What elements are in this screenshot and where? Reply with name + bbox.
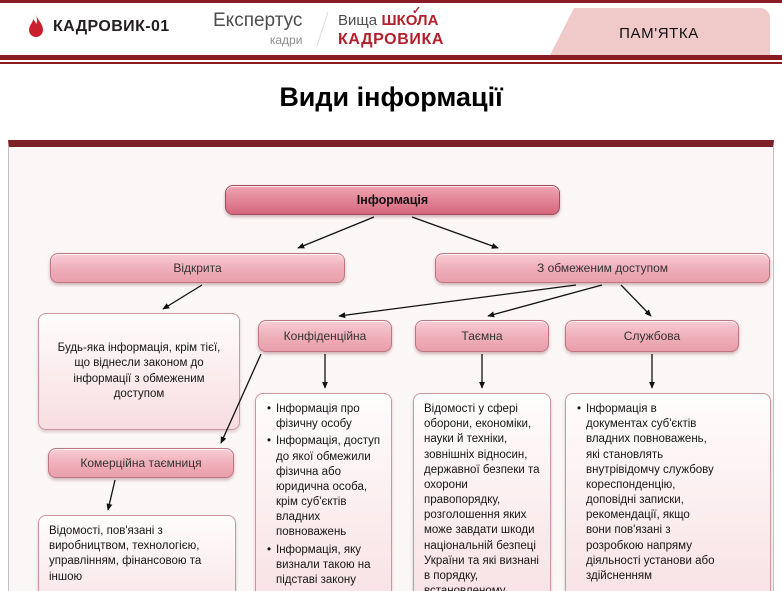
header-rule-thin (0, 62, 782, 64)
node-commercial-secret: Комерційна таємниця (48, 448, 234, 478)
service-list: Інформація в документах суб'єктів владни… (576, 402, 718, 584)
school-logo: Вища ШКОЛА КАДРОВИКА ✓ (338, 5, 444, 49)
expertus-title: Експертус (213, 10, 303, 31)
flame-icon (29, 14, 43, 37)
page-title: Види інформації (279, 82, 503, 112)
node-service: Службова (565, 320, 739, 352)
node-secret: Таємна (415, 320, 549, 352)
box-secret-definition: Відомості у сфері оборони, економіки, на… (413, 393, 551, 591)
confidential-item: Інформація про фізичну особу (267, 402, 381, 432)
confidential-item: Інформація, доступ до якої обмежили фізи… (267, 434, 381, 540)
node-restricted: З обмеженим доступом (435, 253, 770, 283)
service-item: Інформація в документах суб'єктів владни… (577, 402, 718, 584)
school-check-icon: ✓ (412, 5, 422, 17)
kadrovik-logo: КАДРОВИК-01 (26, 14, 170, 40)
node-confidential: Конфіденційна (258, 320, 392, 352)
expertus-subtitle: кадри (269, 33, 303, 47)
box-open-definition: Будь-яка інформація, крім тієї, що відне… (38, 313, 240, 430)
school-word-vyshcha: Вища (338, 12, 378, 29)
expertus-logo: Експертус кадри (213, 10, 302, 47)
confidential-item: Інформація, яку визнали такою на підстав… (267, 543, 381, 589)
box-commercial-definition: Відомості, пов'язані з виробництвом, тех… (38, 515, 236, 591)
header-divider (316, 11, 329, 47)
school-line2: КАДРОВИКА (338, 31, 444, 49)
memo-tab-label: ПАМ'ЯТКА (619, 25, 699, 42)
school-word-shkola: ШКОЛА (381, 12, 439, 29)
box-service-items: Інформація в документах суб'єктів владни… (565, 393, 771, 591)
node-open: Відкрита (50, 253, 345, 283)
diagram-panel: Інформація Відкрита З обмеженим доступом… (8, 140, 774, 591)
memo-tab: ПАМ'ЯТКА (548, 8, 770, 59)
header-rule-thick (0, 55, 782, 60)
top-border (0, 0, 782, 3)
confidential-list: Інформація про фізичну особу Інформація,… (266, 402, 381, 588)
box-confidential-items: Інформація про фізичну особу Інформація,… (255, 393, 392, 591)
school-line1: Вища ШКОЛА (338, 11, 444, 30)
node-information: Інформація (225, 185, 560, 215)
brand-name: КАДРОВИК-01 (53, 18, 170, 35)
header: КАДРОВИК-01 Експертус кадри Вища ШКОЛА К… (0, 3, 782, 59)
